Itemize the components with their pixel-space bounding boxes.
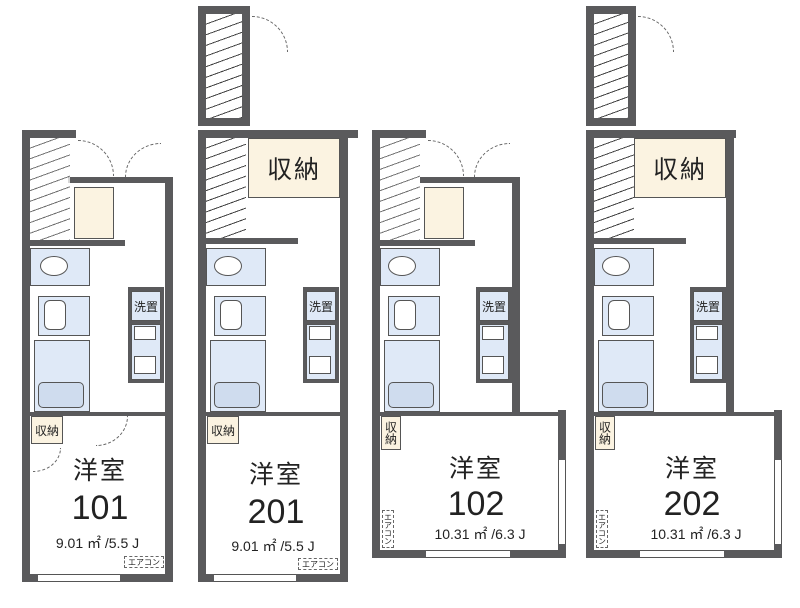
stove-icon [134, 326, 156, 340]
bathtub-icon [602, 382, 648, 408]
room-area: 10.31 ㎡ /6.3 J [434, 526, 526, 542]
stove-icon [696, 326, 718, 340]
room-type: 洋室 [448, 454, 503, 483]
window [774, 460, 782, 544]
kitchen-sink-icon [309, 356, 331, 374]
ac-position: エアコン [596, 510, 608, 548]
entry-storage [424, 187, 464, 239]
kitchen-sink-icon [134, 356, 156, 374]
outer-wall [198, 130, 358, 138]
room-area: 9.01 ㎡ /5.5 J [55, 535, 140, 551]
upper-staircase [206, 14, 242, 118]
outer-wall [512, 177, 520, 413]
closet: 収納 [381, 416, 401, 450]
window [640, 550, 724, 558]
outer-wall [22, 130, 76, 138]
toilet-icon [388, 256, 416, 276]
upper-storage: 収納 [634, 138, 726, 198]
sink-icon [220, 300, 242, 330]
room-type: 洋室 [664, 454, 719, 483]
laundry-space: 洗置 [131, 291, 161, 321]
unit-number: 202 [663, 484, 721, 523]
staircase [30, 138, 70, 240]
door-swing [428, 140, 464, 176]
window [426, 550, 510, 558]
staircase [594, 138, 634, 238]
outer-wall [586, 130, 594, 558]
room-type: 洋室 [72, 456, 127, 485]
outer-wall [68, 177, 165, 183]
closet: 収納 [31, 416, 63, 444]
ac-position: エアコン [382, 510, 394, 548]
room-area: 10.31 ㎡ /6.3 J [650, 526, 742, 542]
unit-number: 201 [247, 492, 305, 531]
door-swing [33, 448, 61, 472]
window [38, 574, 120, 582]
kitchen-sink-icon [696, 356, 718, 374]
inner-wall [380, 240, 475, 246]
unit-101: 洗置 収納 洋室 101 9.01 ㎡ /5.5 J エアコン [0, 0, 200, 608]
door-swing [125, 143, 161, 177]
unit-202: 収納 洗置 収納 洋室 202 10.31 ㎡ /6.3 J エアコン [580, 0, 800, 608]
outer-wall [420, 177, 512, 183]
toilet-icon [602, 256, 630, 276]
stove-icon [309, 326, 331, 340]
kitchen-sink-icon [482, 356, 504, 374]
upper-staircase [594, 14, 628, 118]
inner-wall [206, 238, 298, 244]
inner-wall [594, 238, 686, 244]
unit-102: 洗置 収納 洋室 102 10.31 ㎡ /6.3 J エアコン [370, 0, 580, 608]
bathtub-icon [214, 382, 260, 408]
outer-wall [198, 130, 206, 582]
laundry-space: 洗置 [306, 291, 336, 321]
room-area: 9.01 ㎡ /5.5 J [231, 538, 315, 554]
staircase [206, 138, 246, 238]
door-swing [638, 16, 674, 52]
outer-wall [372, 130, 380, 558]
unit-number: 102 [447, 484, 505, 523]
inner-wall [380, 412, 566, 416]
door-swing [252, 16, 288, 52]
unit-201: 収納 洗置 収納 洋室 201 9.01 ㎡ /5.5 J エアコン [190, 0, 370, 608]
outer-wall [165, 177, 173, 582]
laundry-space: 洗置 [693, 291, 723, 321]
window [214, 574, 296, 582]
outer-wall [726, 130, 734, 414]
stove-icon [482, 326, 504, 340]
laundry-space: 洗置 [479, 291, 509, 321]
toilet-icon [40, 256, 68, 276]
unit-number: 101 [71, 488, 129, 527]
inner-wall [206, 412, 340, 416]
closet: 収納 [595, 416, 615, 450]
room-type: 洋室 [248, 460, 303, 489]
outer-wall [22, 130, 30, 582]
bathtub-icon [38, 382, 84, 408]
outer-wall [586, 130, 736, 138]
outer-wall [372, 130, 426, 138]
sink-icon [608, 300, 630, 330]
closet: 収納 [207, 416, 239, 444]
inner-wall [30, 412, 165, 416]
staircase [380, 138, 420, 240]
inner-wall [30, 240, 125, 246]
door-swing [474, 143, 510, 177]
door-swing [78, 140, 114, 176]
outer-wall [340, 130, 348, 582]
sink-icon [394, 300, 416, 330]
window [558, 460, 566, 544]
bathtub-icon [388, 382, 434, 408]
upper-storage: 収納 [248, 138, 340, 198]
entry-storage [74, 187, 114, 239]
inner-wall [594, 412, 782, 416]
ac-position: エアコン [124, 556, 164, 568]
toilet-icon [214, 256, 242, 276]
ac-position: エアコン [298, 558, 338, 570]
sink-icon [44, 300, 66, 330]
door-swing [96, 416, 128, 446]
